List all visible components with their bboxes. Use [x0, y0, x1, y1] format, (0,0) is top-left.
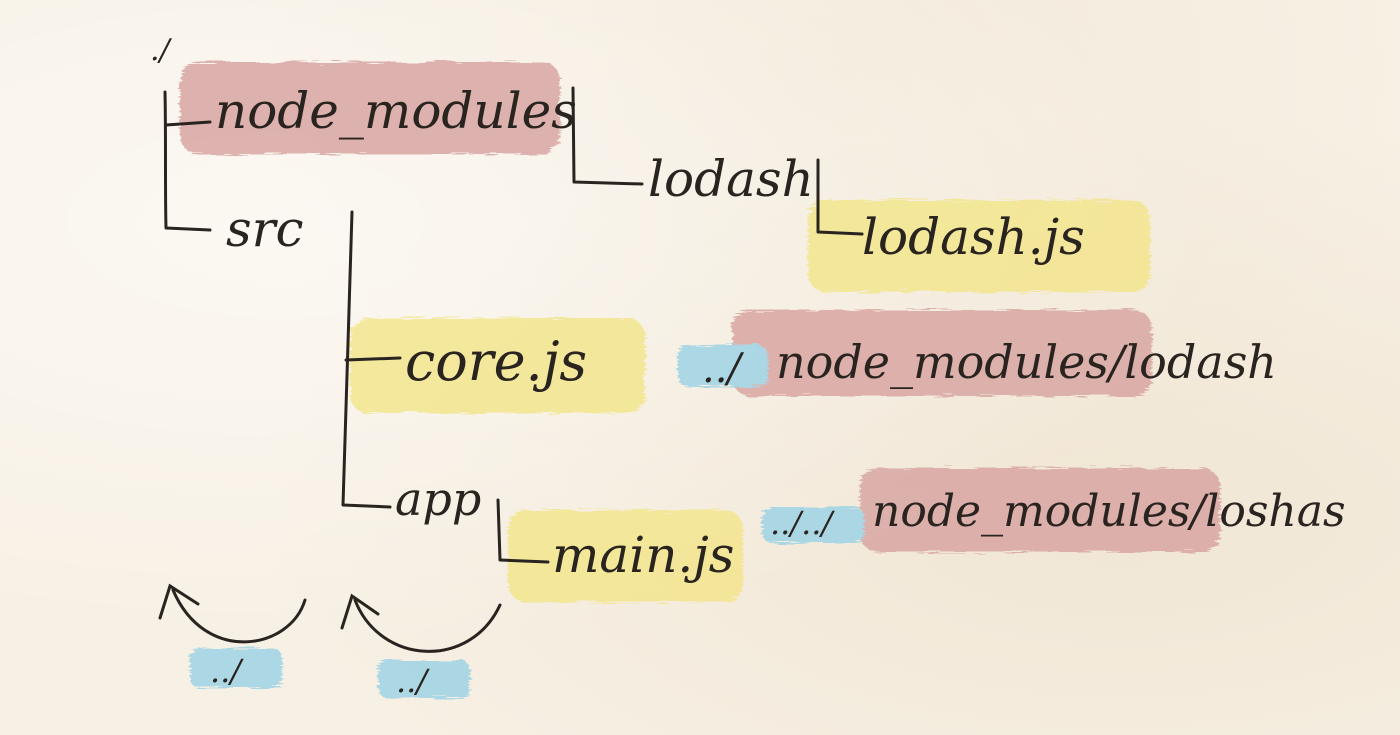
core-js-highlight [350, 318, 645, 413]
core-import-path-prefix: ../ [702, 346, 744, 392]
main-path-parent-highlight [762, 507, 864, 543]
left-arrow-label-highlight [190, 648, 282, 688]
left-parent-arrow [171, 588, 307, 644]
main-js-highlight [508, 510, 743, 602]
right-arrow-label: ../ [396, 662, 430, 700]
left-arrow-label: ../ [210, 652, 244, 690]
src-folder-label: src [226, 200, 304, 258]
root-connector [163, 90, 212, 232]
right-parent-arrow [353, 598, 502, 653]
app-folder-label: app [395, 472, 481, 526]
core-path-parent-highlight [678, 345, 768, 387]
root-label: ./ [150, 33, 173, 68]
src-connector [341, 210, 392, 509]
core-path-node-modules-highlight [732, 310, 1152, 396]
core-branch [344, 356, 402, 362]
node-modules-label: node_modules [215, 82, 577, 140]
app-to-main-connector [496, 498, 550, 564]
node-modules-to-lodash-connector [571, 86, 644, 186]
lodash-folder-label: lodash [648, 150, 814, 208]
node-modules-branch [164, 120, 212, 127]
core-import-path-rest: node_modules/lodash [776, 335, 1277, 389]
right-arrow-label-highlight [378, 660, 470, 698]
main-path-node-modules-highlight [860, 468, 1220, 552]
core-file-label: core.js [405, 330, 587, 393]
main-import-path-prefix: ../../ [770, 504, 835, 542]
left-arrow-head-icon [158, 583, 200, 620]
right-arrow-head-icon [340, 593, 380, 630]
lodash-js-highlight [808, 200, 1150, 292]
lodash-to-file-connector [816, 158, 864, 236]
main-import-path-rest: node_modules/loshas [872, 486, 1346, 537]
lodash-file-label: lodash.js [862, 208, 1085, 266]
main-file-label: main.js [552, 526, 734, 584]
node-modules-highlight [180, 62, 560, 154]
